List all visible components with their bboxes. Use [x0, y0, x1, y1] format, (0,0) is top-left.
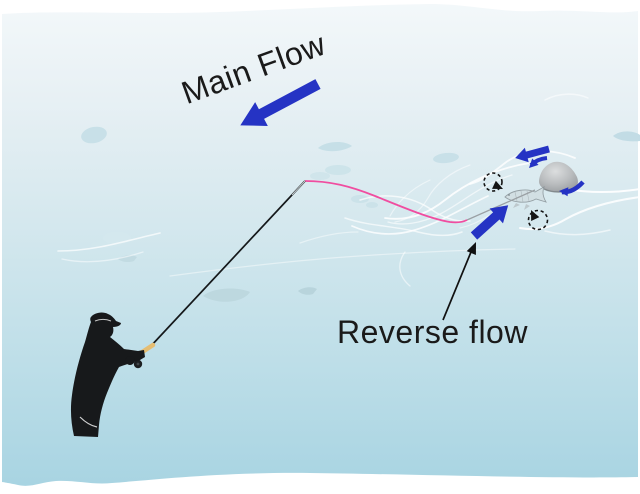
- main-flow-arrow-icon: [240, 79, 321, 126]
- fly-rod: [149, 180, 306, 348]
- eddy-swirl-left-icon: [483, 172, 503, 192]
- rock-under-arrow-icon: [559, 180, 585, 197]
- annotation-arrow: [442, 242, 476, 321]
- eddy-swirl-right-icon: [527, 209, 549, 231]
- water-surface: [2, 4, 638, 486]
- reverse-flow-label: Reverse flow: [337, 314, 528, 350]
- angler-silhouette: [70, 180, 306, 437]
- rock-top-arrow-icon: [515, 145, 550, 163]
- reverse-flow-arrow-icon: [470, 205, 509, 240]
- fly-line: [304, 180, 468, 224]
- background-fish-shapes: [81, 126, 640, 302]
- leader-line: [466, 189, 536, 221]
